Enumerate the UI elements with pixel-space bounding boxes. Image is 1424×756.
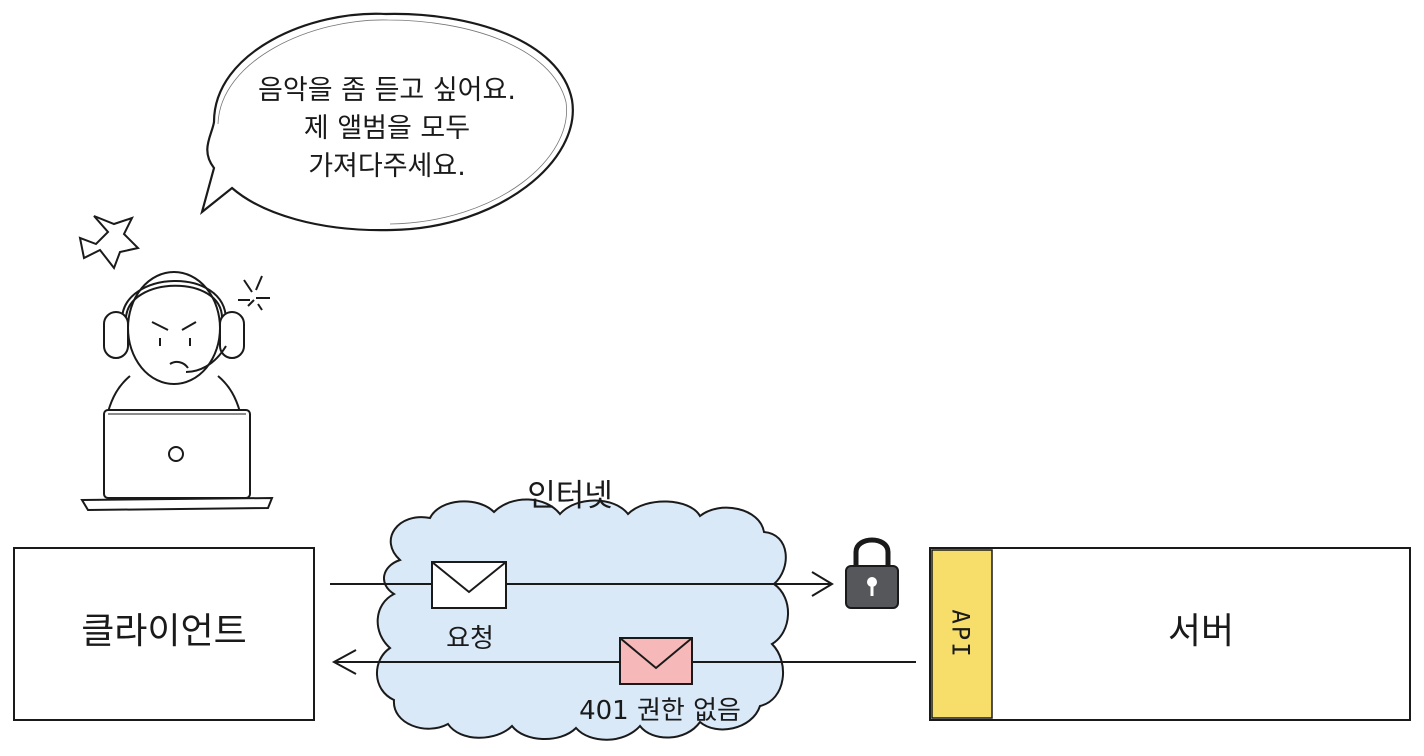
- speech-line-2: 제 앨범을 모두: [303, 113, 471, 144]
- speech-line-1: 음악을 좀 듣고 싶어요.: [258, 75, 516, 106]
- spark-mark-icon: [238, 275, 270, 311]
- response-label: 401 권한 없음: [579, 696, 741, 726]
- speech-line-3: 가져다주세요.: [308, 151, 466, 182]
- server-box: [929, 547, 1411, 721]
- laptop-icon: [80, 409, 274, 512]
- anger-mark-icon: [78, 215, 140, 271]
- api-label: API: [946, 609, 975, 659]
- request-arrow: [330, 571, 834, 597]
- server-label: 서버: [1167, 611, 1235, 652]
- client-box: [13, 547, 315, 721]
- user-person-icon: [103, 271, 245, 413]
- api-section: [931, 549, 993, 719]
- lock-icon: [845, 537, 899, 609]
- api-label-container: API: [932, 550, 990, 718]
- speech-text: 음악을 좀 듣고 싶어요. 제 앨범을 모두 가져다주세요.: [222, 72, 552, 186]
- speech-bubble: [200, 12, 574, 232]
- client-label: 클라이언트: [81, 611, 247, 652]
- request-label: 요청: [446, 624, 494, 654]
- internet-label: 인터넷: [527, 478, 613, 514]
- request-envelope-icon: [431, 561, 507, 609]
- response-envelope-icon: [619, 637, 693, 685]
